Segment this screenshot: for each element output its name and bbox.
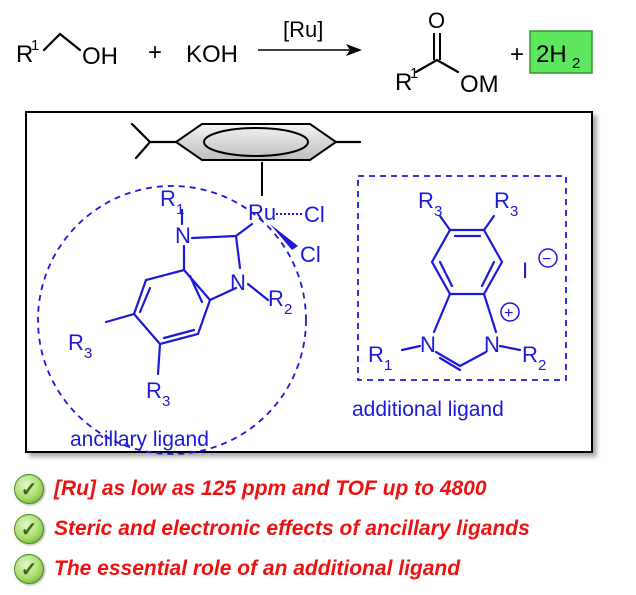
r3a-bond bbox=[104, 312, 136, 324]
ru-atom: Ru bbox=[248, 200, 276, 225]
complex-r1-subscript: 1 bbox=[176, 201, 184, 218]
check-icon: ✓ bbox=[14, 554, 44, 584]
negative-charge-circle bbox=[538, 248, 558, 268]
complex-r3b: R bbox=[146, 378, 162, 403]
additional-r3-bonds bbox=[438, 214, 496, 232]
additional-n2: N bbox=[484, 332, 500, 357]
complex-r1: R bbox=[160, 186, 176, 211]
plus-sign-1: + bbox=[148, 39, 162, 66]
imidazole-bonds-top bbox=[190, 234, 242, 270]
h2-subscript: 2 bbox=[572, 55, 580, 72]
check-icon: ✓ bbox=[14, 474, 44, 504]
isopropyl-group bbox=[130, 122, 178, 160]
cymene-aromatic-circle bbox=[203, 127, 309, 157]
additional-r2-bond bbox=[498, 344, 522, 352]
highlight-text-2: Steric and electronic effects of ancilla… bbox=[54, 517, 530, 540]
imidazole-bonds-side bbox=[182, 244, 238, 302]
additional-ligand-caption: additional ligand bbox=[352, 398, 504, 421]
substrate-r-label: R bbox=[16, 41, 33, 68]
product-r-label: R bbox=[395, 69, 412, 96]
highlight-row-3: ✓ The essential role of an additional li… bbox=[14, 554, 460, 584]
cymene-ligand bbox=[130, 122, 362, 196]
complex-r3a: R bbox=[68, 330, 84, 355]
reaction-equation: R 1 OH + KOH [Ru] O R 1 OM + 2H 2 bbox=[16, 8, 593, 98]
additional-r2-subscript: 2 bbox=[538, 357, 546, 374]
h2-coefficient: 2H bbox=[536, 41, 567, 68]
complex-r2: R bbox=[268, 286, 284, 311]
additional-n1: N bbox=[420, 332, 436, 357]
ru-cl-wedge-bond bbox=[270, 224, 298, 250]
substrate-bond bbox=[42, 32, 82, 52]
catalyst-label: [Ru] bbox=[283, 17, 323, 42]
complex-r3b-subscript: 3 bbox=[162, 393, 170, 410]
ruthenium-complex: Ru Cl Cl N N R 1 R 2 R 3 R 3 ancillary l… bbox=[68, 186, 325, 451]
reaction-scheme: R 1 OH + KOH [Ru] O R 1 OM + 2H 2 bbox=[16, 8, 593, 455]
structure-panel bbox=[25, 111, 593, 453]
positive-charge: + bbox=[504, 305, 513, 322]
substrate-r-superscript: 1 bbox=[31, 37, 39, 54]
reagent-koh: KOH bbox=[186, 41, 238, 68]
ancillary-ligand-caption: ancillary ligand bbox=[70, 428, 209, 451]
additional-r3a: R bbox=[418, 188, 434, 213]
additional-r3b-subscript: 3 bbox=[510, 203, 518, 220]
positive-charge-circle bbox=[500, 302, 520, 322]
additional-r2: R bbox=[522, 342, 538, 367]
negative-charge: − bbox=[542, 251, 551, 268]
n2-r2-bond bbox=[246, 282, 270, 302]
benzo-double-bonds bbox=[138, 274, 204, 340]
r3b-bond bbox=[156, 342, 162, 376]
product-r-superscript: 1 bbox=[410, 65, 418, 82]
ancillary-ligand-outline bbox=[37, 185, 307, 455]
cl-atom-2: Cl bbox=[300, 242, 321, 267]
check-icon: ✓ bbox=[14, 514, 44, 544]
iodide-ion: I bbox=[522, 258, 528, 283]
product-om: OM bbox=[460, 71, 499, 98]
additional-ligand-outline bbox=[357, 175, 567, 381]
n-atom-2: N bbox=[230, 270, 246, 295]
additional-r3b: R bbox=[494, 188, 510, 213]
complex-r2-subscript: 2 bbox=[284, 301, 292, 318]
arrow-head-icon bbox=[346, 44, 362, 56]
highlight-row-2: ✓ Steric and electronic effects of ancil… bbox=[14, 514, 530, 544]
additional-r1: R bbox=[368, 342, 384, 367]
additional-r1-bond bbox=[400, 344, 422, 352]
h2-highlight-box bbox=[529, 30, 593, 74]
highlight-text-3: The essential role of an additional liga… bbox=[54, 557, 461, 580]
complex-r3a-subscript: 3 bbox=[84, 345, 92, 362]
product-o: O bbox=[428, 8, 445, 33]
additional-r3a-subscript: 3 bbox=[434, 203, 442, 220]
additional-r1-subscript: 1 bbox=[384, 357, 392, 374]
carbene-ru-bond bbox=[234, 222, 254, 238]
substrate-oh: OH bbox=[82, 43, 118, 70]
cl-atom-1: Cl bbox=[304, 202, 325, 227]
product-bonds bbox=[414, 58, 460, 74]
highlight-row-1: ✓ [Ru] as low as 125 ppm and TOF up to 4… bbox=[14, 474, 487, 504]
highlight-text-1: [Ru] as low as 125 ppm and TOF up to 480… bbox=[54, 477, 487, 500]
plus-sign-2: + bbox=[510, 41, 524, 68]
imidazolium-bonds bbox=[432, 292, 498, 372]
cymene-ring bbox=[174, 123, 338, 161]
benzimidazolium-salt: R 3 R 3 I − N N + R 1 R 2 additional lig… bbox=[352, 188, 558, 421]
additional-benzo-double-bonds bbox=[438, 234, 496, 288]
n-atom-1: N bbox=[175, 223, 191, 248]
